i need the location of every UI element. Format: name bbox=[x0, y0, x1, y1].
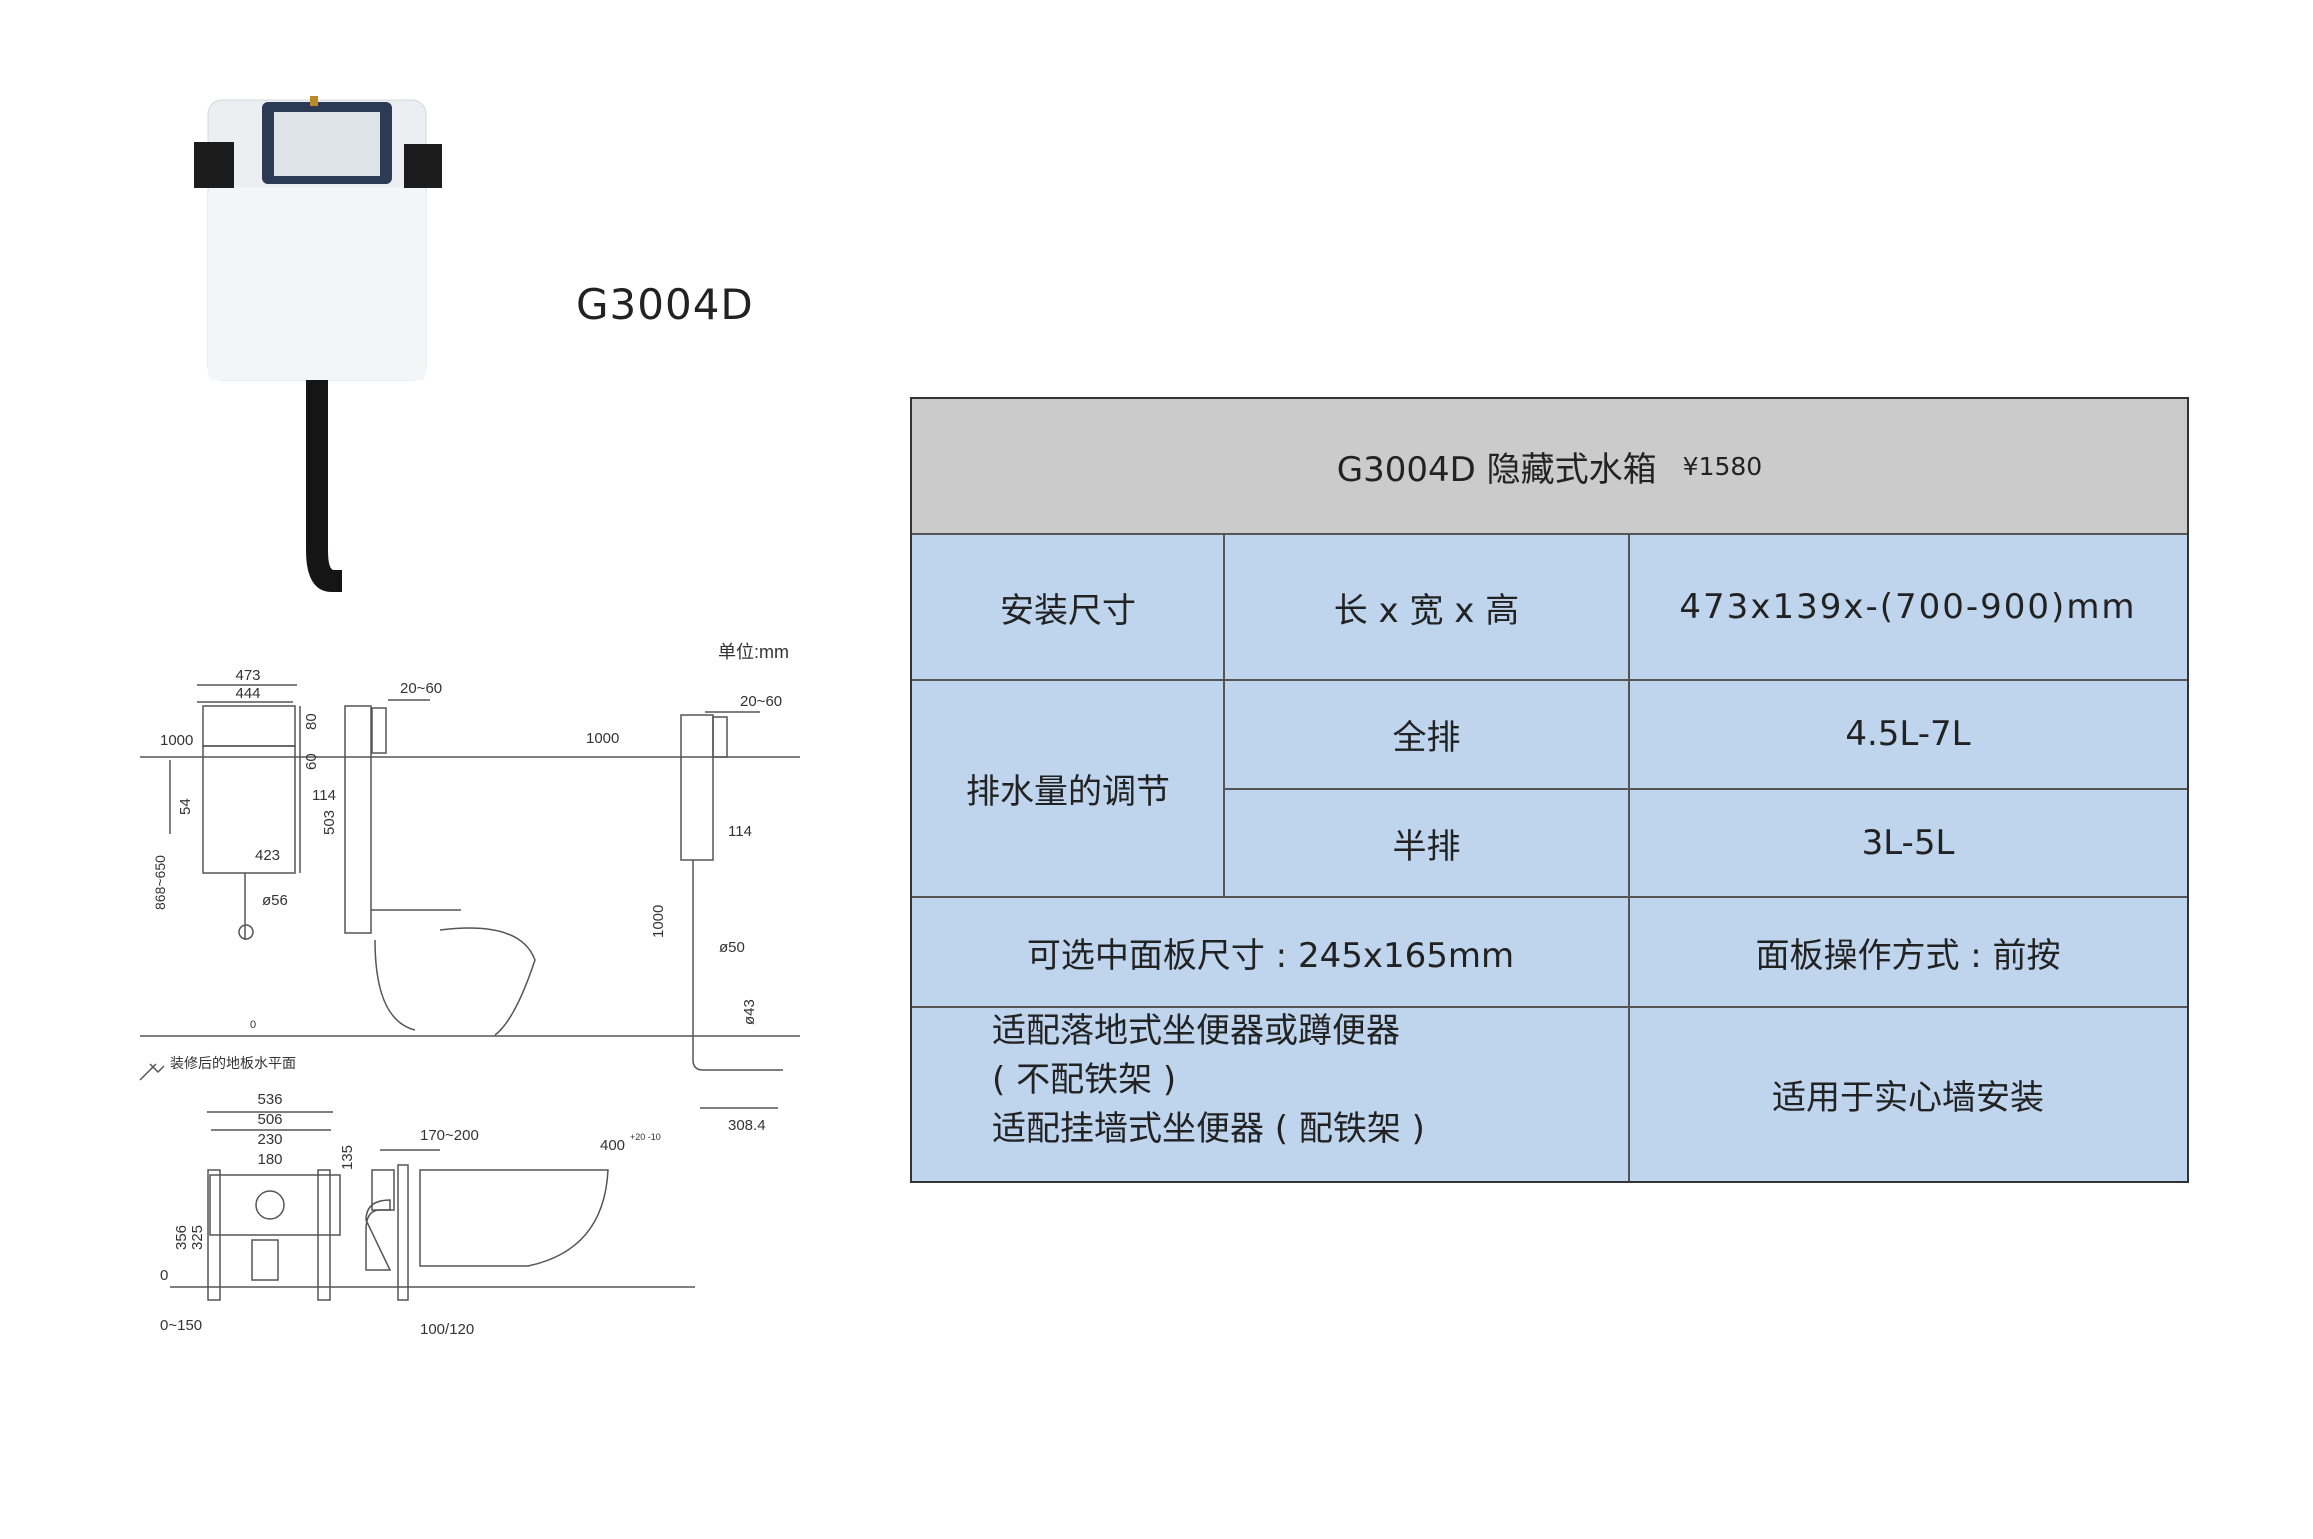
dim-20-60-b: 20~60 bbox=[740, 693, 782, 710]
dim-zero-level: 0 bbox=[160, 1267, 168, 1284]
flush-adjust-label: 排水量的调节 bbox=[966, 771, 1170, 812]
dim-114-a: 114 bbox=[312, 787, 336, 804]
dim-400-tolerance: +20 -10 bbox=[630, 1132, 661, 1142]
dim-80: 80 bbox=[303, 713, 320, 730]
dim-356: 356 bbox=[173, 1225, 190, 1250]
dim-473: 473 bbox=[235, 667, 260, 684]
model-label: G3004D bbox=[576, 280, 754, 329]
install-dim-label: 长 x 宽 x 高 bbox=[1333, 590, 1520, 631]
dim-325: 325 bbox=[189, 1225, 206, 1250]
divider bbox=[1224, 788, 2187, 790]
compat-line-2: ( 不配铁架 ) bbox=[992, 1060, 1177, 1100]
dim-floor-zero: 0 bbox=[250, 1019, 256, 1031]
dim-114-b: 114 bbox=[728, 823, 752, 840]
wall-install-note: 适用于实心墙安装 bbox=[1772, 1077, 2044, 1118]
half-flush-value: 3L-5L bbox=[1861, 823, 1955, 863]
divider bbox=[912, 896, 2187, 898]
panel-size: 可选中面板尺寸 : 245x165mm bbox=[1026, 935, 1515, 976]
dim-536: 536 bbox=[257, 1091, 282, 1108]
dim-444: 444 bbox=[235, 685, 260, 702]
dim-506: 506 bbox=[257, 1111, 282, 1128]
dim-868-650: 868~650 bbox=[152, 855, 168, 910]
compatibility-cell: 适配落地式坐便器或蹲便器 ( 不配铁架 ) 适配挂墙式坐便器 ( 配铁架 ) bbox=[912, 1007, 1629, 1181]
compat-line-3: 适配挂墙式坐便器 ( 配铁架 ) bbox=[992, 1109, 1425, 1149]
dim-308-4: 308.4 bbox=[728, 1117, 766, 1134]
install-size-value: 473x139x-(700-900)mm bbox=[1679, 587, 2137, 627]
dim-180: 180 bbox=[257, 1151, 282, 1168]
compat-line-1: 适配落地式坐便器或蹲便器 bbox=[992, 1011, 1400, 1051]
dim-0-150: 0~150 bbox=[160, 1317, 202, 1334]
dim-503: 503 bbox=[321, 810, 338, 835]
dim-phi56: ø56 bbox=[262, 892, 288, 909]
technical-drawing: 单位:mm 473 444 1000 80 60 54 503 868~650 … bbox=[139, 642, 800, 1338]
dim-phi50: ø50 bbox=[719, 939, 745, 956]
floor-note: 装修后的地板水平面 bbox=[170, 1055, 296, 1071]
full-flush-label: 全排 bbox=[1392, 717, 1461, 758]
full-flush-value: 4.5L-7L bbox=[1845, 714, 1971, 754]
dim-60: 60 bbox=[303, 753, 320, 770]
price-label: ¥1580 bbox=[1682, 451, 1763, 481]
dim-230: 230 bbox=[257, 1131, 282, 1148]
divider bbox=[1223, 535, 1225, 897]
dim-1000-vertical: 1000 bbox=[650, 905, 667, 938]
dim-135: 135 bbox=[339, 1145, 356, 1170]
divider bbox=[1628, 535, 1630, 1181]
dim-423: 423 bbox=[255, 847, 280, 864]
cistern-product-image bbox=[194, 96, 442, 592]
spec-table: G3004D 隐藏式水箱 ¥1580 安装尺寸 长 x 宽 x 高 473x13… bbox=[910, 397, 2189, 1183]
dim-54: 54 bbox=[177, 798, 194, 815]
dim-20-60-a: 20~60 bbox=[400, 680, 442, 697]
unit-label: 单位:mm bbox=[718, 642, 789, 662]
table-title: G3004D 隐藏式水箱 bbox=[1336, 449, 1657, 490]
dim-100-120: 100/120 bbox=[420, 1321, 474, 1338]
dim-170-200: 170~200 bbox=[420, 1127, 479, 1144]
dim-1000-left: 1000 bbox=[160, 732, 193, 749]
table-body bbox=[912, 535, 2187, 1181]
install-size-label: 安装尺寸 bbox=[1000, 590, 1136, 631]
half-flush-label: 半排 bbox=[1392, 826, 1461, 867]
dim-400: 400 bbox=[600, 1137, 625, 1154]
divider bbox=[912, 679, 2187, 681]
dim-1000-mid: 1000 bbox=[586, 730, 619, 747]
panel-operation: 面板操作方式 : 前按 bbox=[1755, 935, 2061, 976]
table-header: G3004D 隐藏式水箱 ¥1580 bbox=[912, 399, 2187, 535]
dim-phi43: ø43 bbox=[741, 999, 758, 1025]
divider bbox=[912, 1006, 2187, 1008]
